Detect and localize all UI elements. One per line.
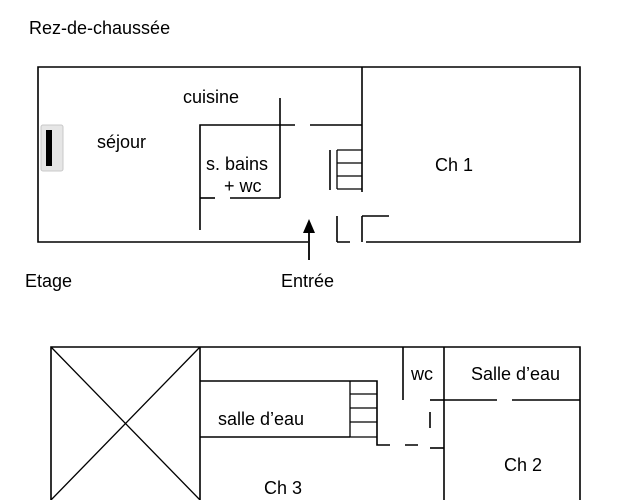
room-label-bains: s. bains <box>206 154 268 174</box>
radiator-icon <box>40 124 64 172</box>
ground-floor-heading: Rez-de-chaussée <box>29 18 170 38</box>
ground-outer-wall <box>37 66 581 243</box>
room-label-sejour: séjour <box>97 132 146 152</box>
void-cross-icon <box>50 346 201 500</box>
ground-floor-plan <box>37 66 581 260</box>
upper-stairs-icon <box>349 381 377 438</box>
upper-outer-wall <box>50 346 581 500</box>
entrance-label: Entrée <box>281 271 334 291</box>
room-label-wc: wc <box>410 364 433 384</box>
room-label-salle-deau-left: salle d’eau <box>218 409 304 429</box>
ground-stairs-icon <box>336 149 362 190</box>
room-label-ch3: Ch 3 <box>264 478 302 498</box>
room-label-ch2: Ch 2 <box>504 455 542 475</box>
room-label-salle-deau-right: Salle d’eau <box>471 364 560 384</box>
entrance-arrow-icon <box>303 219 315 260</box>
room-label-bains-wc: + wc <box>224 176 262 196</box>
salle-deau-wall <box>200 380 418 446</box>
upper-floor-heading: Etage <box>25 271 72 291</box>
room-label-ch1: Ch 1 <box>435 155 473 175</box>
upper-floor-plan <box>50 346 581 500</box>
bathroom-wall <box>199 124 362 230</box>
room-label-cuisine: cuisine <box>183 87 239 107</box>
